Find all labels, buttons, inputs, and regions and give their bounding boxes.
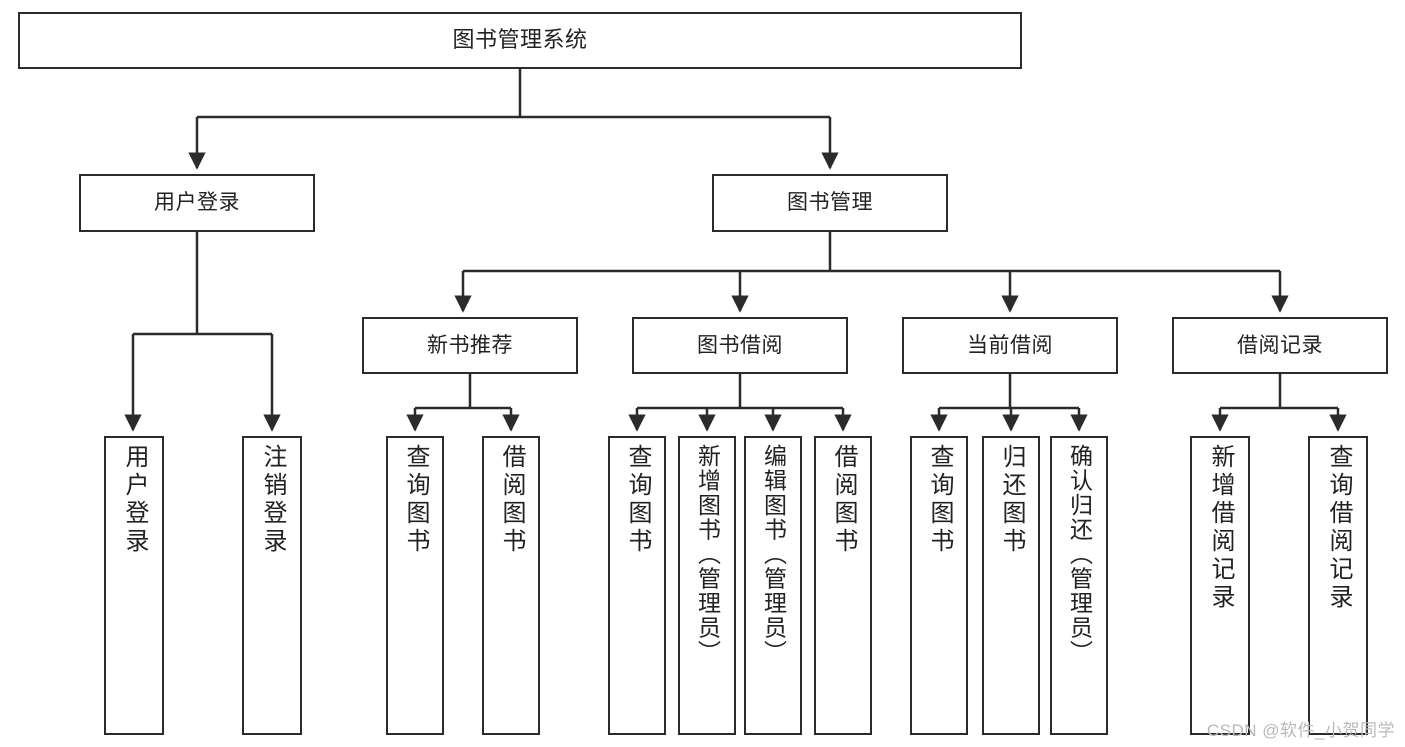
node-leaf-query-book-3-label: 查询图书 <box>926 444 953 556</box>
node-book_manage-label: 图书管理 <box>787 191 873 215</box>
node-user_login-label: 用户登录 <box>154 191 240 215</box>
node-book_borrow[interactable]: 图书借阅 <box>632 317 848 374</box>
node-leaf-confirm-return[interactable]: 确认归还（管理员） <box>1050 436 1108 735</box>
node-book_manage[interactable]: 图书管理 <box>712 174 948 232</box>
node-new_book_rec-label: 新书推荐 <box>427 333 513 357</box>
node-leaf-query-record[interactable]: 查询借阅记录 <box>1308 436 1368 735</box>
node-leaf-query-book-1-label: 查询图书 <box>402 444 429 556</box>
node-leaf-confirm-return-label: 确认归还（管理员） <box>1066 444 1093 665</box>
node-new_book_rec[interactable]: 新书推荐 <box>362 317 578 374</box>
node-leaf-query-book-1[interactable]: 查询图书 <box>386 436 444 735</box>
node-current_borrow-label: 当前借阅 <box>967 333 1053 357</box>
watermark-label: CSDN @软件_小贺同学 <box>1206 721 1395 740</box>
node-leaf-edit-book[interactable]: 编辑图书（管理员） <box>744 436 802 735</box>
node-leaf-logout[interactable]: 注销登录 <box>242 436 302 735</box>
node-leaf-add-book-label: 新增图书（管理员） <box>694 444 721 665</box>
node-leaf-add-book[interactable]: 新增图书（管理员） <box>678 436 736 735</box>
node-borrow_record-label: 借阅记录 <box>1237 333 1323 357</box>
node-leaf-borrow-book-1[interactable]: 借阅图书 <box>482 436 540 735</box>
node-leaf-borrow-book-2-label: 借阅图书 <box>830 444 857 556</box>
node-leaf-return-book[interactable]: 归还图书 <box>982 436 1040 735</box>
node-leaf-edit-book-label: 编辑图书（管理员） <box>760 444 787 665</box>
node-root-图书管理系统[interactable]: 图书管理系统 <box>18 12 1022 69</box>
node-leaf-return-book-label: 归还图书 <box>998 444 1025 556</box>
node-leaf-query-book-2[interactable]: 查询图书 <box>608 436 666 735</box>
node-leaf-query-book-2-label: 查询图书 <box>624 444 651 556</box>
node-leaf-user-login[interactable]: 用户登录 <box>104 436 164 735</box>
node-root-图书管理系统-label: 图书管理系统 <box>452 27 588 53</box>
node-book_borrow-label: 图书借阅 <box>697 333 783 357</box>
node-user_login[interactable]: 用户登录 <box>79 174 315 232</box>
node-leaf-query-record-label: 查询借阅记录 <box>1325 444 1352 612</box>
node-leaf-add-record[interactable]: 新增借阅记录 <box>1190 436 1250 735</box>
node-leaf-user-login-label: 用户登录 <box>121 444 148 556</box>
node-leaf-query-book-3[interactable]: 查询图书 <box>910 436 968 735</box>
node-leaf-logout-label: 注销登录 <box>259 444 286 556</box>
node-leaf-add-record-label: 新增借阅记录 <box>1207 444 1234 612</box>
node-borrow_record[interactable]: 借阅记录 <box>1172 317 1388 374</box>
node-leaf-borrow-book-1-label: 借阅图书 <box>498 444 525 556</box>
node-leaf-borrow-book-2[interactable]: 借阅图书 <box>814 436 872 735</box>
node-current_borrow[interactable]: 当前借阅 <box>902 317 1118 374</box>
